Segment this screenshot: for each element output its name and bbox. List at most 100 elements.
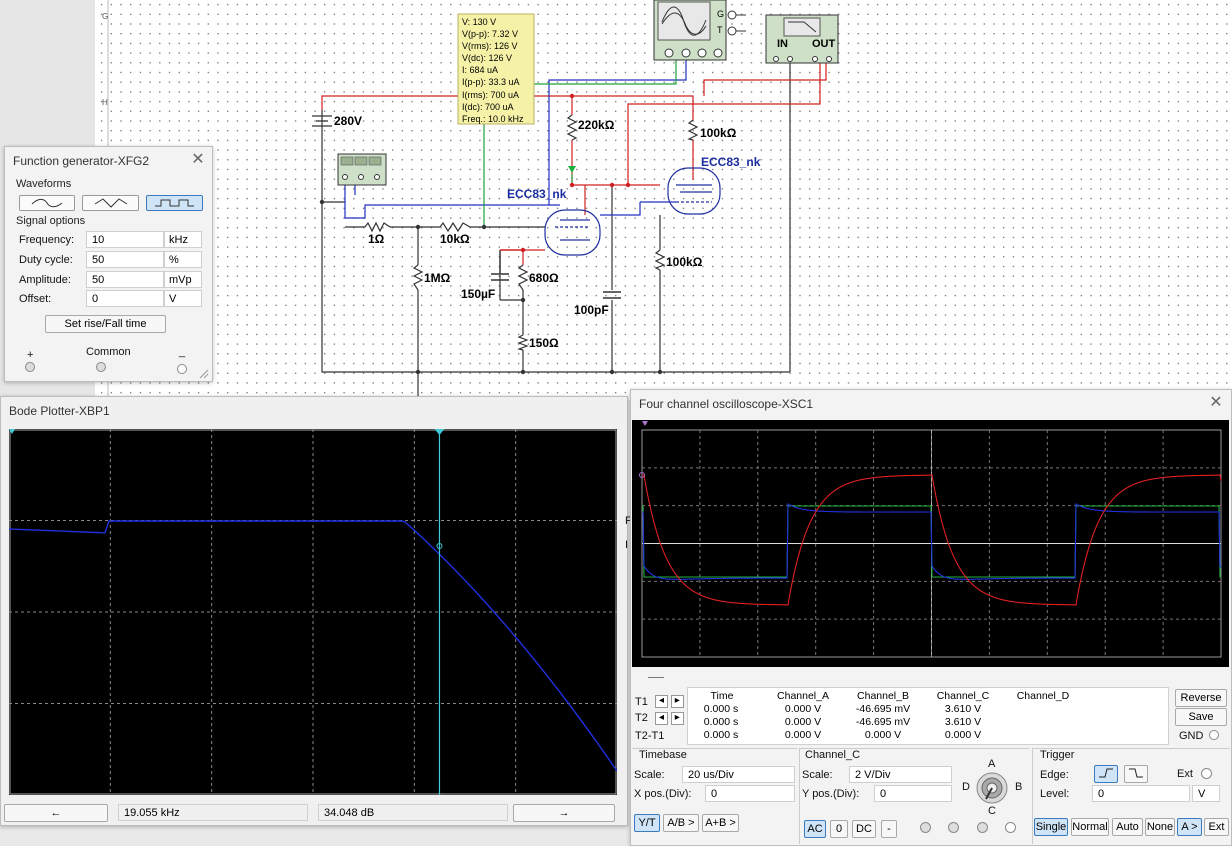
row-marker-g: G bbox=[102, 12, 109, 21]
ext-trigger-source-button[interactable]: Ext bbox=[1204, 818, 1229, 836]
bode-plot bbox=[8, 429, 618, 795]
frequency-field[interactable]: 10 bbox=[86, 231, 164, 248]
t2-left-arrow-icon[interactable]: ◂ bbox=[655, 712, 668, 725]
ext-label: Ext bbox=[1177, 768, 1193, 780]
offset-unit-select[interactable]: V bbox=[164, 290, 202, 307]
probe-line: I(rms): 700 uA bbox=[462, 89, 520, 100]
channel-scale-field[interactable]: 2 V/Div bbox=[849, 766, 952, 783]
resistor-150 bbox=[516, 334, 529, 351]
plus-terminal[interactable] bbox=[25, 362, 35, 372]
offset-label: Offset: bbox=[19, 293, 52, 305]
table-header: Channel_C bbox=[936, 690, 990, 702]
t1-left-arrow-icon[interactable]: ◂ bbox=[655, 695, 668, 708]
auto-trigger-button[interactable]: Auto bbox=[1112, 818, 1143, 836]
falling-edge-button[interactable] bbox=[1124, 765, 1148, 783]
bode-in-label: IN bbox=[777, 38, 788, 50]
trigger-label: Trigger bbox=[1040, 749, 1075, 761]
bode-screen[interactable] bbox=[8, 429, 618, 795]
bode-cursor-left-button[interactable]: ← bbox=[4, 804, 108, 822]
channel-b-terminal[interactable] bbox=[948, 822, 959, 833]
t2-right-arrow-icon[interactable]: ▸ bbox=[670, 712, 684, 725]
y-position-field[interactable]: 0 bbox=[874, 785, 952, 802]
channel-a-terminal[interactable] bbox=[920, 822, 931, 833]
channel-selector-knob[interactable] bbox=[975, 771, 1009, 805]
single-trigger-button[interactable]: Single bbox=[1034, 818, 1068, 836]
probe-box bbox=[457, 13, 535, 125]
channel-label: Channel_C bbox=[805, 749, 861, 761]
channel-c-terminal[interactable] bbox=[977, 822, 988, 833]
yt-mode-button[interactable]: Y/T bbox=[634, 814, 660, 832]
table-cell: 0.000 V bbox=[784, 729, 822, 741]
dc-coupling-button[interactable]: DC bbox=[852, 820, 876, 838]
none-trigger-button[interactable]: None bbox=[1145, 818, 1175, 836]
channel-d-terminal[interactable] bbox=[1005, 822, 1016, 833]
table-cell: 0.000 s bbox=[703, 703, 739, 715]
zero-coupling-button[interactable]: 0 bbox=[830, 820, 848, 838]
probe-line: I: 684 uA bbox=[462, 65, 499, 76]
knob-label-d: D bbox=[962, 781, 970, 793]
x-position-field[interactable]: 0 bbox=[705, 785, 795, 802]
t1-arrows[interactable]: ◂ ▸ bbox=[655, 695, 684, 708]
ab-mode-button[interactable]: A/B > bbox=[663, 814, 699, 832]
plus-terminal-label: + bbox=[27, 349, 34, 361]
ext-terminal[interactable] bbox=[1201, 768, 1212, 779]
invert-button[interactable]: - bbox=[881, 820, 897, 838]
knob-label-a: A bbox=[988, 758, 996, 770]
function-generator-symbol bbox=[337, 153, 387, 186]
label-100k-top: 100kΩ bbox=[700, 126, 737, 140]
square-wave-button[interactable] bbox=[146, 195, 203, 211]
rising-edge-button[interactable] bbox=[1094, 765, 1118, 783]
a-trigger-source-button[interactable]: A > bbox=[1177, 818, 1202, 836]
scope-screen[interactable] bbox=[632, 420, 1229, 667]
table-cell: 0.000 V bbox=[944, 729, 982, 741]
ac-coupling-button[interactable]: AC bbox=[804, 820, 826, 838]
scope-plot bbox=[639, 421, 1222, 658]
cursor-row-label-t2: T2 bbox=[635, 712, 648, 724]
edge-label: Edge: bbox=[1040, 769, 1069, 781]
amplitude-field[interactable]: 50 bbox=[86, 271, 164, 288]
bode-cursor-right-button[interactable]: → bbox=[513, 804, 615, 822]
resistor-100k-mid bbox=[654, 249, 666, 271]
minus-terminal-label: _ bbox=[179, 346, 186, 358]
close-icon[interactable]: ✕ bbox=[1209, 394, 1223, 411]
table-header: Channel_D bbox=[1016, 690, 1070, 702]
table-cell: 0.000 V bbox=[864, 729, 902, 741]
row-marker-h: H bbox=[102, 98, 108, 107]
tube-1-symbol bbox=[544, 209, 601, 256]
table-cell: 0.000 V bbox=[784, 716, 822, 728]
level-field[interactable]: 0 bbox=[1092, 785, 1190, 802]
level-unit-select[interactable]: V bbox=[1192, 785, 1220, 802]
bode-title: Bode Plotter-XBP1 bbox=[9, 404, 110, 418]
t2-arrows[interactable]: ◂ ▸ bbox=[655, 712, 684, 725]
t1-right-arrow-icon[interactable]: ▸ bbox=[670, 695, 684, 708]
resize-grip-icon[interactable] bbox=[199, 369, 209, 379]
resistor-220k bbox=[566, 114, 578, 141]
gnd-terminal[interactable] bbox=[1209, 730, 1219, 740]
label-150: 150Ω bbox=[529, 336, 559, 350]
duty-cycle-field[interactable]: 50 bbox=[86, 251, 164, 268]
close-icon[interactable]: ✕ bbox=[191, 151, 205, 168]
probe-line: V(dc): 126 V bbox=[462, 53, 513, 64]
common-terminal[interactable] bbox=[96, 362, 106, 372]
y-position-label: Y pos.(Div): bbox=[802, 788, 860, 800]
normal-trigger-button[interactable]: Normal bbox=[1071, 818, 1109, 836]
set-rise-fall-button[interactable]: Set rise/Fall time bbox=[45, 315, 166, 333]
scope-trigger-marker bbox=[639, 472, 645, 478]
frequency-unit-select[interactable]: kHz bbox=[164, 231, 202, 248]
sine-wave-button[interactable] bbox=[19, 195, 75, 211]
timebase-scale-field[interactable]: 20 us/Div bbox=[682, 766, 795, 783]
triangle-wave-button[interactable] bbox=[82, 195, 139, 211]
probe-readout: V: 130 V V(p-p): 7.32 V V(rms): 126 V V(… bbox=[462, 16, 534, 125]
save-button[interactable]: Save bbox=[1175, 708, 1227, 726]
label-1m: 1MΩ bbox=[424, 271, 451, 285]
a-plus-b-mode-button[interactable]: A+B > bbox=[702, 814, 739, 832]
timebase-label: Timebase bbox=[639, 749, 687, 761]
minus-terminal[interactable] bbox=[177, 364, 187, 374]
rising-edge-icon bbox=[1099, 768, 1113, 778]
gnd-label: GND bbox=[1179, 730, 1204, 742]
offset-field[interactable]: 0 bbox=[86, 290, 164, 307]
schematic-canvas[interactable] bbox=[0, 0, 1232, 400]
amplitude-unit-select[interactable]: mVp bbox=[164, 271, 202, 288]
reverse-button[interactable]: Reverse bbox=[1175, 689, 1227, 707]
bode-magnitude-readout: 34.048 dB bbox=[318, 804, 508, 821]
